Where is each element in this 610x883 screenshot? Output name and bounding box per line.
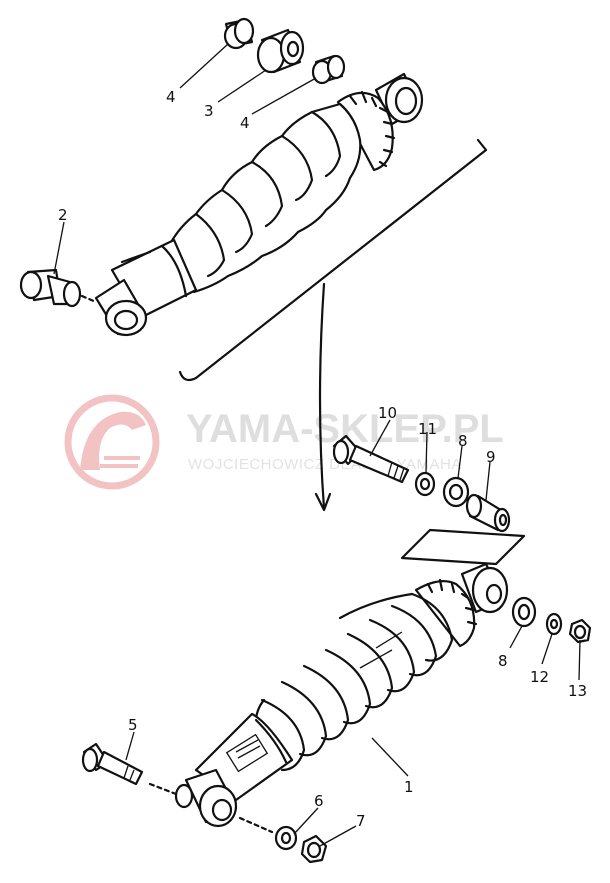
callout-12: 12: [530, 668, 549, 686]
watermark: YAMA-SKLEP.PL WOJCIECHOWICZ DEALER YAMAH…: [64, 394, 504, 490]
upper-lower-eye: [94, 278, 148, 337]
lower-adjuster-ring: [414, 578, 478, 648]
nut-part-7: [300, 834, 328, 864]
callout-2: 2: [58, 206, 68, 224]
mounting-hardware-middle: [332, 434, 526, 566]
seal-part-8b: [511, 596, 537, 628]
bolt-part-10: [332, 434, 410, 484]
callout-10: 10: [378, 404, 397, 422]
nut-part-13: [568, 618, 592, 644]
bushing-part-4a: [223, 17, 255, 50]
lower-top-eye: [460, 562, 509, 614]
callout-7: 7: [356, 812, 366, 830]
watermark-logo-icon: [64, 394, 160, 490]
assembly-connector-arrow: [314, 282, 332, 512]
washer-part-11: [414, 471, 436, 497]
seal-part-8a: [442, 476, 470, 508]
callout-13: 13: [568, 682, 587, 700]
lower-shock-assembly: [81, 562, 592, 864]
callout-8a: 8: [458, 432, 468, 450]
callout-labels: 4 3 4 2 10 11 8 9 8 12 13 1 5 6 7: [58, 88, 587, 830]
callout-3: 3: [204, 102, 214, 120]
callout-6: 6: [314, 792, 324, 810]
callout-4b: 4: [240, 114, 250, 132]
collar-part-2: [19, 268, 98, 308]
callout-1: 1: [404, 778, 414, 796]
watermark-tagline: WOJCIECHOWICZ DEALER YAMAHA: [188, 456, 462, 473]
callout-11: 11: [418, 420, 437, 438]
bushing-part-4b: [311, 54, 346, 85]
upper-rubber-boot: [168, 102, 362, 294]
collar-part-9: [465, 493, 511, 533]
upper-shock-assembly: [19, 17, 488, 512]
bushing-part-3: [256, 28, 305, 74]
callout-5: 5: [128, 716, 138, 734]
washer-part-6: [238, 816, 298, 851]
callout-8b: 8: [498, 652, 508, 670]
leader-lines: [53, 43, 581, 847]
lower-bottom-eye: [174, 768, 238, 828]
callout-9: 9: [486, 448, 496, 466]
callout-4a: 4: [166, 88, 176, 106]
coil-spring: [254, 592, 454, 772]
washer-part-12: [545, 612, 563, 636]
bolt-part-5: [81, 742, 178, 796]
enclosure-bracket-line: [178, 138, 488, 382]
bracket-outline: [400, 528, 526, 566]
upper-adjuster-ring: [336, 90, 396, 172]
